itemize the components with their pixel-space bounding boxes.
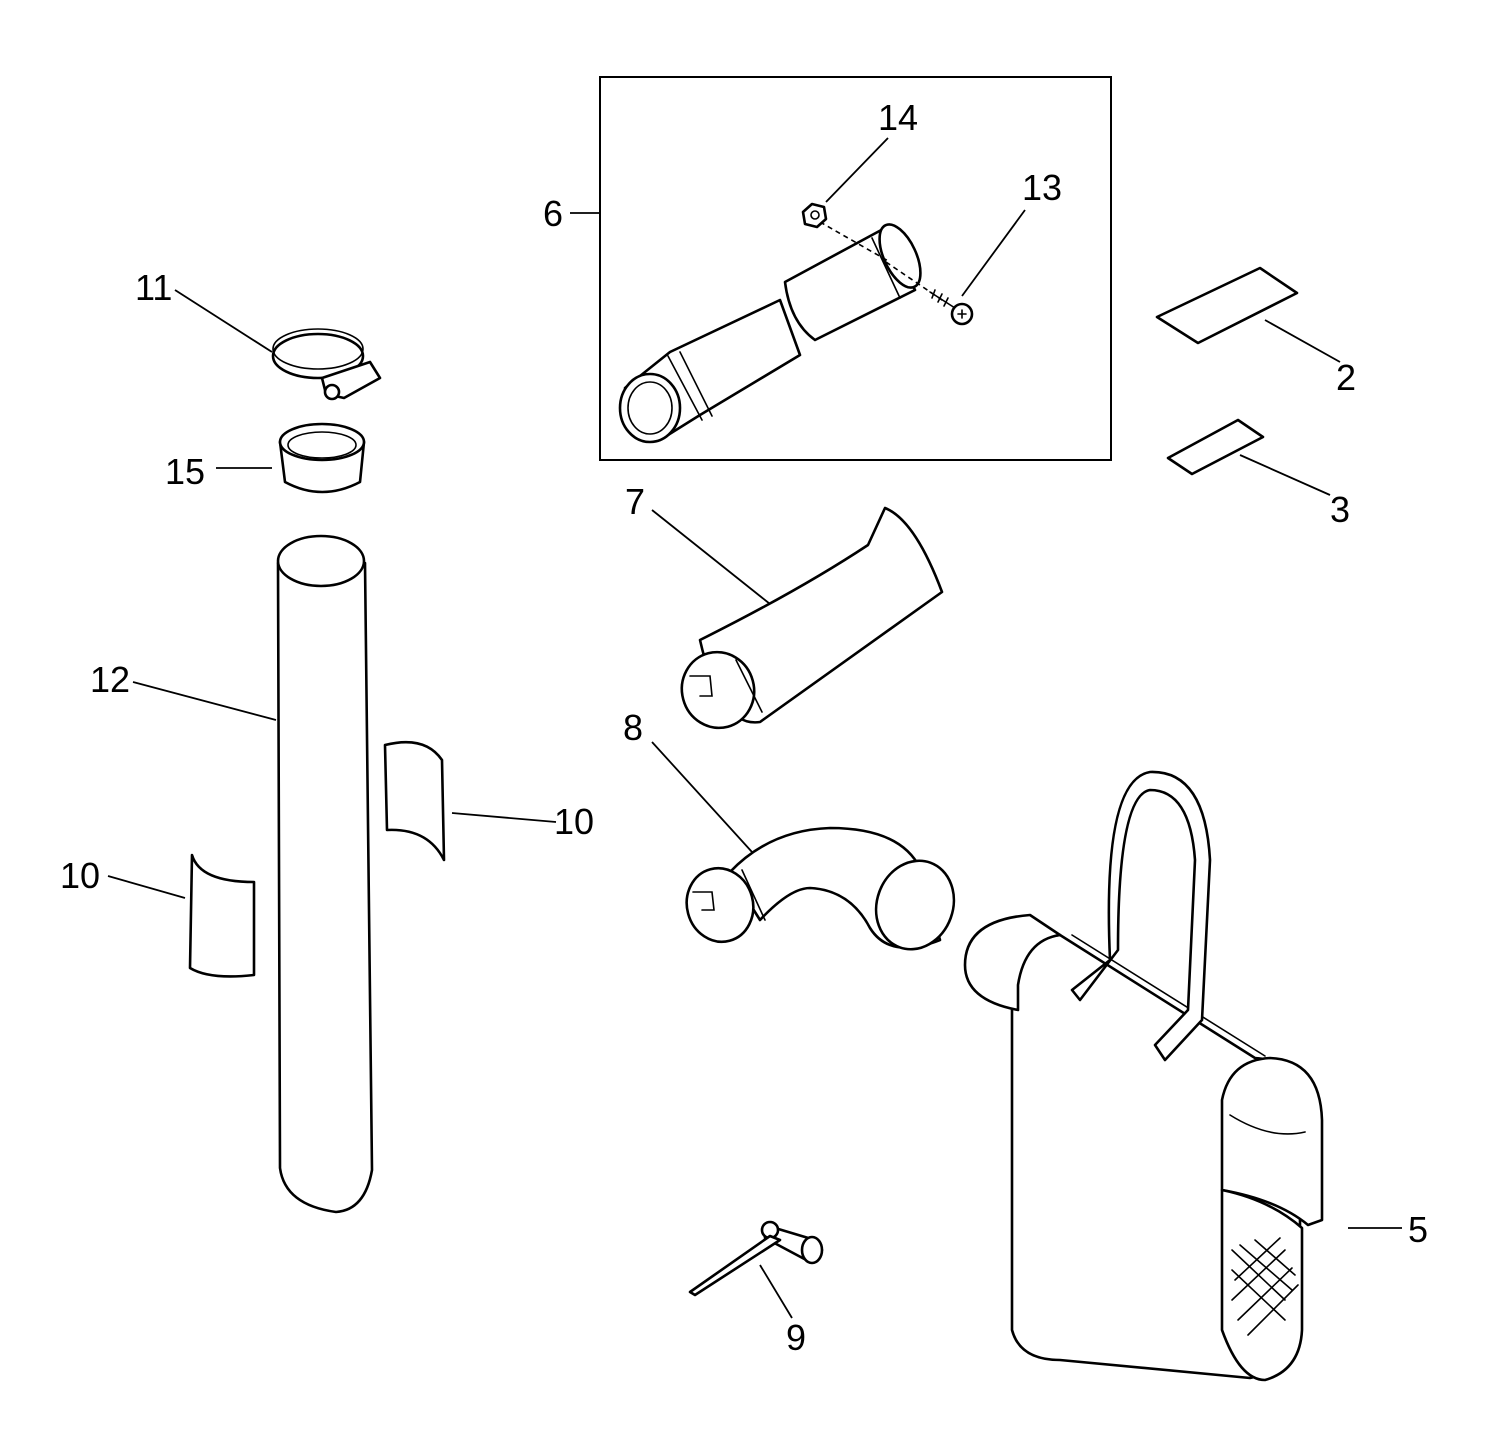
callout-12: 12 (90, 659, 130, 700)
leader-8 (651, 741, 753, 853)
leader-12 (132, 681, 277, 721)
part-10-sleeve-left (188, 853, 256, 978)
part-12-pipe (276, 534, 374, 1214)
leader-14 (825, 137, 889, 203)
callout-15: 15 (165, 451, 205, 492)
callout-14: 14 (878, 97, 918, 138)
part-8-elbow-nozzle (685, 826, 956, 951)
leader-10-left (107, 875, 186, 899)
part-10-sleeve-right (383, 740, 446, 862)
leader-11 (174, 289, 273, 353)
part-15-ring (278, 422, 366, 494)
callout-10-right: 10 (554, 801, 594, 842)
callout-10-left: 10 (60, 855, 100, 896)
callout-7: 7 (625, 481, 645, 522)
callout-11: 11 (135, 267, 172, 308)
leader-10-right (451, 812, 557, 823)
part-14-nut-icon (801, 202, 828, 229)
callout-8: 8 (623, 707, 643, 748)
part-7-flat-nozzle (680, 506, 944, 730)
part-3-label (1166, 418, 1265, 476)
callout-9: 9 (786, 1317, 806, 1358)
leader-3 (1239, 454, 1331, 496)
callout-13: 13 (1022, 167, 1062, 208)
part-5-collection-bag (963, 770, 1324, 1382)
leader-7 (651, 509, 771, 605)
leader-9 (759, 1264, 793, 1319)
part-13-screw-icon (929, 289, 974, 326)
callout-3: 3 (1330, 489, 1350, 530)
part-6-nozzle-pipe (618, 221, 946, 444)
callout-2: 2 (1336, 357, 1356, 398)
leader-13 (961, 209, 1026, 297)
part-2-label (1155, 266, 1299, 345)
callout-5: 5 (1408, 1209, 1428, 1250)
leader-2 (1264, 319, 1341, 363)
callout-6: 6 (543, 193, 563, 234)
part-11-hose-clamp (271, 328, 382, 401)
part-9-wrench-tool (688, 1220, 824, 1297)
kit-frame (599, 76, 1112, 461)
